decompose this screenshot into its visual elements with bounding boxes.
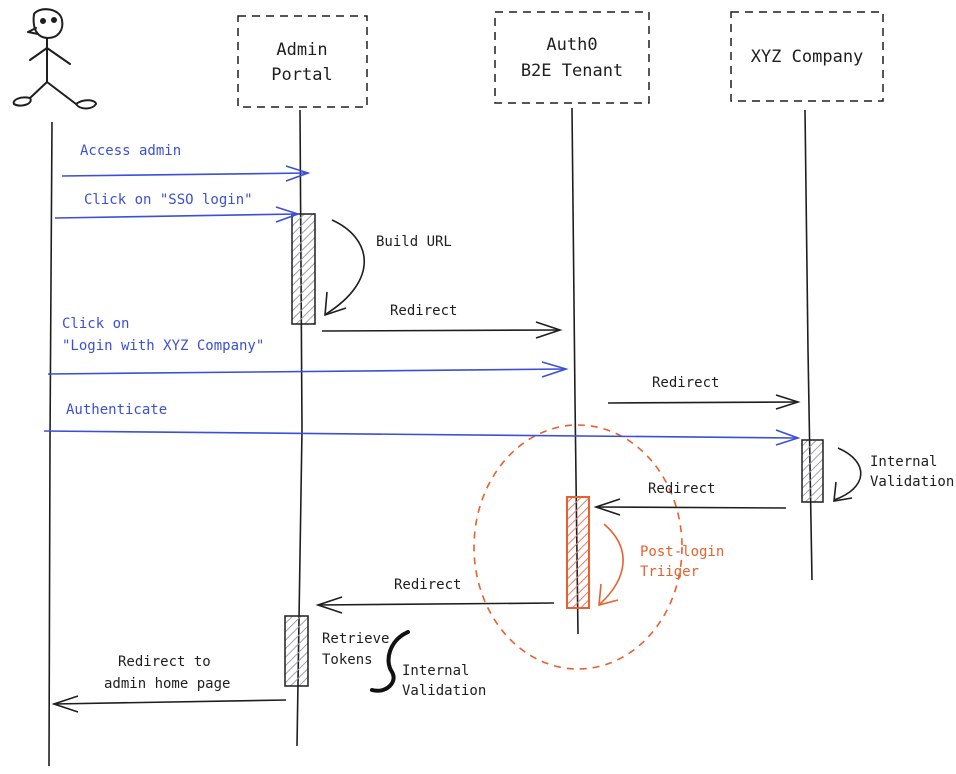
- label-authenticate: Authenticate: [66, 402, 167, 418]
- lifeline-user: [48, 121, 53, 767]
- message-click-login-xyz: Click on "Login with XYZ Company": [47, 316, 569, 378]
- message-redirect-1: Redirect: [321, 303, 563, 339]
- label-internal-validation-2-line2: Validation: [402, 683, 486, 699]
- post-login-highlight-circle: [473, 424, 683, 670]
- label-build-url: Build URL: [376, 234, 452, 250]
- label-retrieve-line1: Retrieve: [322, 631, 389, 647]
- label-redirect-4: Redirect: [394, 577, 461, 593]
- message-internal-validation-1: Internal Validation: [833, 447, 954, 502]
- label-click-login-line1: Click on: [62, 316, 129, 332]
- participant-xyz-company: XYZ Company: [730, 11, 884, 102]
- label-redirect-home-line2: admin home page: [104, 676, 230, 692]
- activation-xyz: [801, 439, 824, 503]
- participant-auth0-line2: B2E Tenant: [521, 61, 623, 81]
- message-access-admin: Access admin: [61, 143, 311, 182]
- label-click-sso: Click on "SSO login": [84, 192, 253, 208]
- message-click-sso: Click on "SSO login": [54, 192, 301, 223]
- activation-auth0-post-login: [566, 496, 590, 609]
- participant-xyz-line1: XYZ Company: [751, 47, 864, 67]
- message-build-url: Build URL: [324, 219, 452, 317]
- activation-admin-portal-1: [291, 213, 316, 325]
- label-retrieve-line2: Tokens: [322, 652, 373, 668]
- label-internal-validation-2-line1: Internal: [402, 663, 469, 679]
- label-access-admin: Access admin: [80, 143, 181, 159]
- message-post-login-trigger: Post-login Triiger: [598, 523, 724, 607]
- label-post-login-line1: Post-login: [640, 544, 724, 560]
- message-authenticate: Authenticate: [43, 402, 801, 446]
- participant-auth0-line1: Auth0: [546, 35, 597, 55]
- label-internal-validation-1-line2: Validation: [870, 474, 954, 490]
- activation-admin-portal-2: [284, 615, 309, 687]
- participant-admin-portal-line2: Portal: [271, 65, 332, 85]
- participant-admin-portal-line1: Admin: [276, 40, 327, 60]
- label-redirect-home-line1: Redirect to: [118, 654, 211, 670]
- message-redirect-3: Redirect: [593, 481, 787, 516]
- label-redirect-3: Redirect: [648, 481, 715, 497]
- message-redirect-2: Redirect: [607, 375, 801, 410]
- user-stick-figure-icon: [12, 8, 97, 110]
- label-redirect-2: Redirect: [652, 375, 719, 391]
- label-internal-validation-1-line1: Internal: [870, 454, 937, 470]
- lifeline-xyz: [804, 109, 813, 581]
- participant-admin-portal: Admin Portal: [237, 15, 368, 108]
- label-post-login-line2: Triiger: [640, 564, 699, 580]
- label-click-login-line2: "Login with XYZ Company": [62, 338, 264, 354]
- participant-auth0: Auth0 B2E Tenant: [494, 11, 650, 104]
- message-retrieve-tokens: Retrieve Tokens Internal Validation: [322, 630, 486, 699]
- message-redirect-4: Redirect: [315, 577, 555, 614]
- label-redirect-1: Redirect: [390, 303, 457, 319]
- message-redirect-home: Redirect to admin home page: [51, 654, 287, 713]
